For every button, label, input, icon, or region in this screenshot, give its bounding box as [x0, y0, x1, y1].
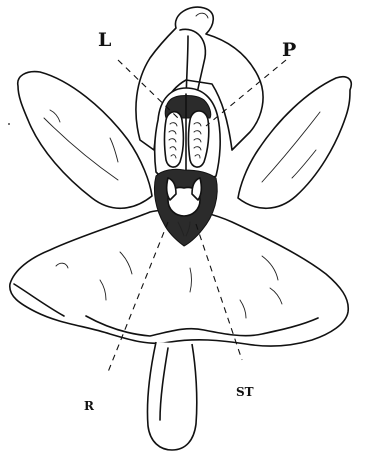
stray-dot: [8, 123, 10, 125]
spur: [147, 342, 196, 450]
left-pollinium: [165, 112, 184, 167]
label-p: P: [282, 39, 296, 61]
label-r: R: [84, 399, 95, 413]
left-sepal: [18, 72, 152, 209]
label-st: ST: [236, 385, 254, 399]
right-pollinium: [189, 111, 209, 167]
label-l: L: [98, 29, 111, 51]
